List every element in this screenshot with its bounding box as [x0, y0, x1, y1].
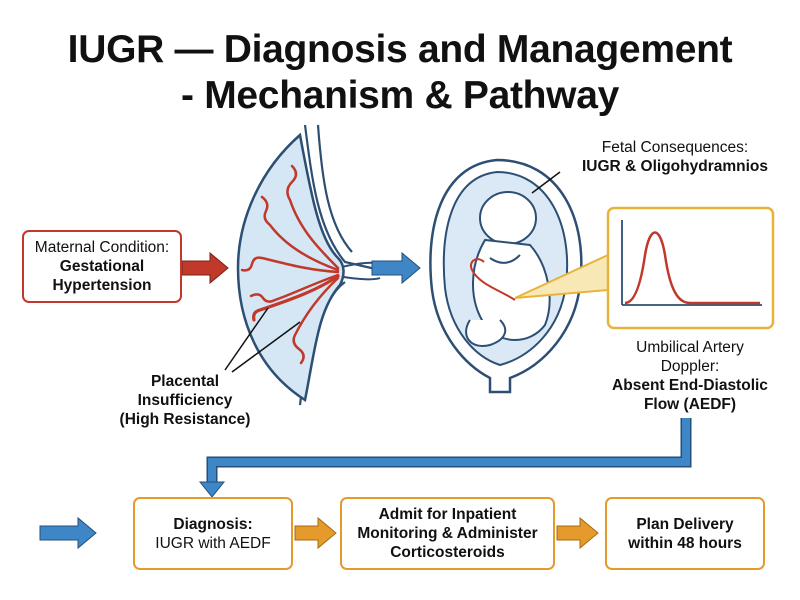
doppler-label-line1: Umbilical Artery [636, 339, 744, 356]
delivery-line1: Plan Delivery [636, 515, 734, 533]
placenta-label-line1: Placental [150, 373, 220, 390]
doppler-label-line2: Doppler: [660, 358, 720, 375]
placenta-illustration [236, 124, 381, 406]
admit-line2: Monitoring & Administer [357, 525, 538, 542]
doppler-value-line1: Absent End-Diastolic [612, 377, 768, 394]
doppler-label: Umbilical Artery Doppler: Absent End-Dia… [590, 338, 790, 414]
maternal-value-line2: Hypertension [52, 277, 152, 294]
placenta-label-line3: (High Resistance) [119, 411, 251, 428]
fetal-value: IUGR & Oligohydramnios [581, 158, 768, 175]
diagnosis-line1: Diagnosis: [173, 515, 253, 533]
admit-line1: Admit for Inpatient [378, 506, 517, 523]
placenta-label-line2: Insufficiency [137, 392, 233, 409]
placenta-leader-lines [224, 307, 301, 373]
delivery-line2: within 48 hours [628, 534, 742, 552]
maternal-condition-box: Maternal Condition: Gestational Hyperten… [22, 230, 182, 303]
admit-line3: Corticosteroids [390, 544, 505, 561]
arrow-admit-to-delivery [556, 516, 599, 550]
fetus-in-uterus-illustration [429, 158, 583, 394]
page-title: IUGR — Diagnosis and Management [67, 28, 733, 71]
fetal-leader-line [531, 171, 561, 194]
fetal-consequences-label: Fetal Consequences: IUGR & Oligohydramni… [560, 138, 790, 176]
maternal-label: Maternal Condition: [34, 239, 170, 256]
arrow-into-diagnosis [39, 516, 97, 550]
diagnosis-line2: IUGR with AEDF [155, 534, 271, 552]
admit-box: Admit for Inpatient Monitoring & Adminis… [340, 497, 555, 570]
placental-insufficiency-label: Placental Insufficiency (High Resistance… [95, 372, 275, 429]
arrow-placenta-to-fetus [371, 251, 421, 285]
page-subtitle: - Mechanism & Pathway [181, 74, 619, 117]
delivery-box: Plan Delivery within 48 hours [605, 497, 765, 570]
connector-doppler-to-diagnosis [208, 418, 690, 482]
doppler-waveform-chart [606, 206, 775, 330]
arrow-diagnosis-to-admit [294, 516, 337, 550]
doppler-value-line2: Flow (AEDF) [643, 396, 737, 413]
maternal-value-line1: Gestational [59, 258, 145, 275]
connector-arrowhead [198, 481, 226, 498]
arrow-maternal-to-placenta [181, 251, 229, 285]
diagnosis-box: Diagnosis: IUGR with AEDF [133, 497, 293, 570]
fetal-label: Fetal Consequences: [601, 139, 749, 156]
